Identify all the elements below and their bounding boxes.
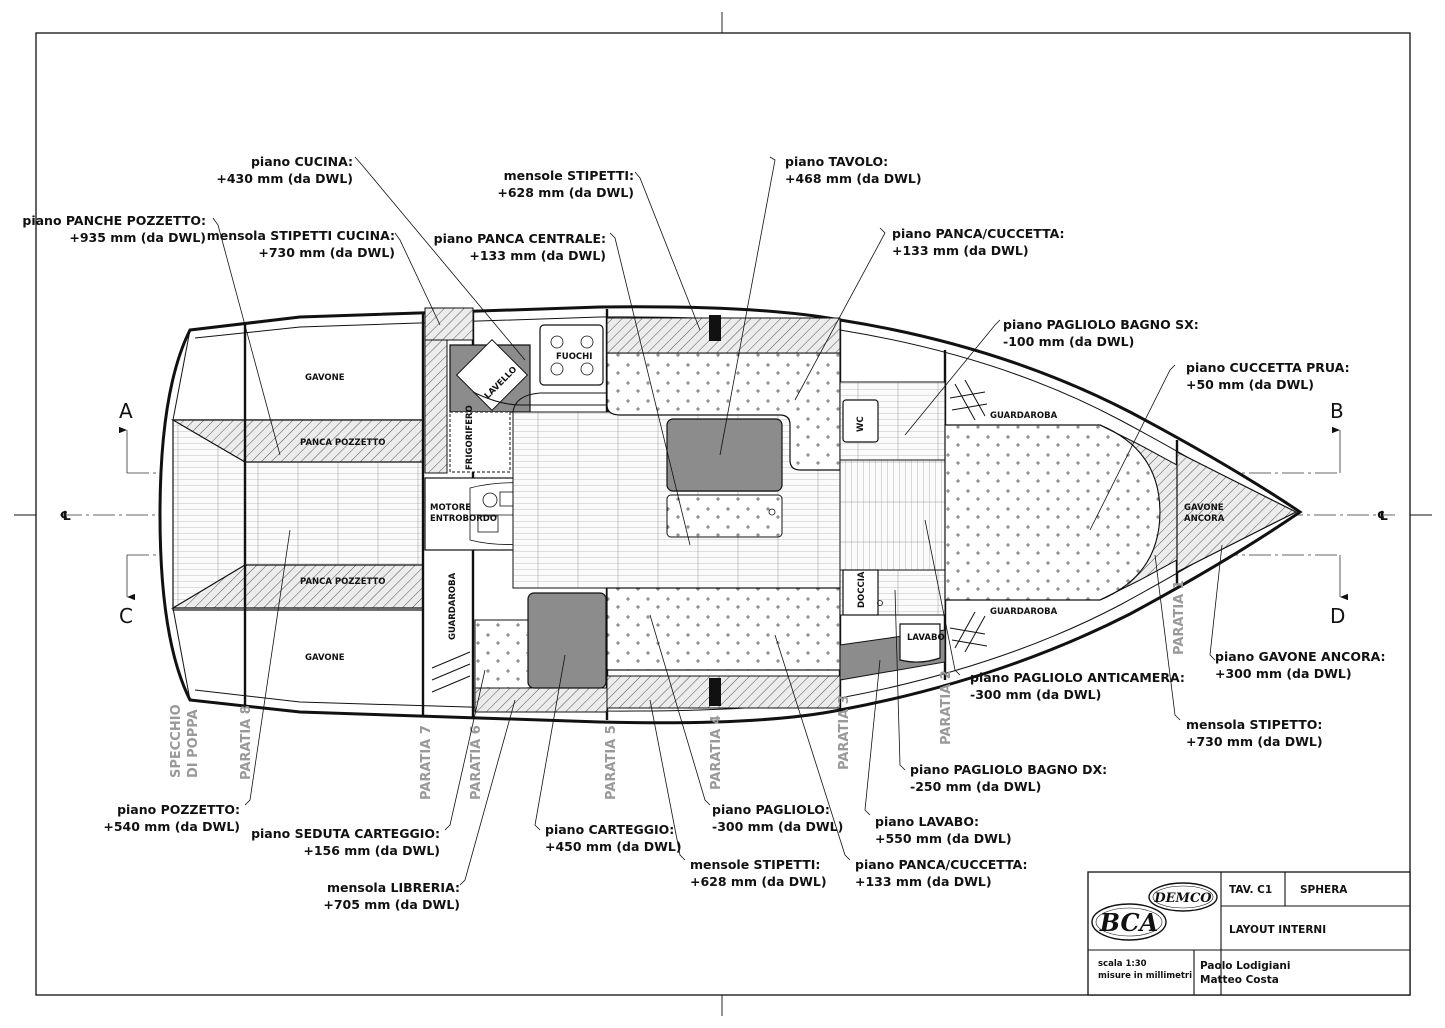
hull: PANCA POZZETTO PANCA POZZETTO GAVONE GAV… xyxy=(158,305,1303,725)
callout-piano-lavabo: piano LAVABO:+550 mm (da DWL) xyxy=(875,814,1012,846)
doccia xyxy=(842,569,879,616)
callout-mensole-stipetti-bottom: mensole STIPETTI:+628 mm (da DWL) xyxy=(690,857,827,889)
tavolo-extension xyxy=(666,494,783,538)
zone-gavone-ancora-1: GAVONE xyxy=(1184,503,1224,513)
callout-piano-pagliolo: piano PAGLIOLO:-300 mm (da DWL) xyxy=(712,802,843,834)
title-project: SPHERA xyxy=(1300,884,1348,896)
title-scale-2: misure in millimetri xyxy=(1098,971,1192,981)
frame-paratia-8: PARATIA 8 xyxy=(239,705,254,780)
callout-piano-panca-centrale: piano PANCA CENTRALE:+133 mm (da DWL) xyxy=(434,231,606,263)
frame-specchio-1: SPECCHIO xyxy=(169,704,184,778)
zone-gavone-bottom: GAVONE xyxy=(305,653,345,663)
zone-motore-1: MOTORE xyxy=(430,503,471,513)
zone-lavabo: LAVABO xyxy=(907,633,945,643)
callout-piano-pagliolo-bagno-dx: piano PAGLIOLO BAGNO DX:-250 mm (da DWL) xyxy=(910,762,1107,794)
title-block: DEMCO BCA TAV. C1 SPHERA LAYOUT INTERNI … xyxy=(1087,871,1411,996)
zone-gavone-top: GAVONE xyxy=(305,373,345,383)
frame-paratia-1: PARATIA 1 xyxy=(1172,580,1187,655)
frame-paratia-3: PARATIA 3 xyxy=(837,695,852,770)
frame-paratia-6: PARATIA 6 xyxy=(469,725,484,800)
callout-piano-cuccetta-prua: piano CUCCETTA PRUA:+50 mm (da DWL) xyxy=(1186,360,1350,392)
callout-piano-cucina: piano CUCINA:+430 mm (da DWL) xyxy=(216,154,353,186)
logo: DEMCO BCA xyxy=(1091,882,1218,941)
shelf-hanger-top xyxy=(949,379,988,421)
centerline-mark-left: ℄ xyxy=(60,508,71,523)
zone-guardaroba-bottom: GUARDAROBA xyxy=(990,607,1058,617)
section-mark-a: A xyxy=(119,399,133,423)
saloon-edge-top xyxy=(512,392,607,413)
callouts: piano CUCINA:+430 mm (da DWL) mensole ST… xyxy=(22,154,1385,912)
burners xyxy=(550,335,594,376)
sheet-border xyxy=(35,32,1411,996)
zone-guardaroba-top: GUARDAROBA xyxy=(990,411,1058,421)
callout-piano-pozzetto: piano POZZETTO:+540 mm (da DWL) xyxy=(103,802,240,834)
frame-specchio-2: DI POPPA xyxy=(186,709,201,778)
mensole-stipetti-top xyxy=(606,317,841,354)
centerline-mark-right: ℄ xyxy=(1377,508,1388,523)
zone-wc: WC xyxy=(856,416,866,432)
callout-piano-seduta-carteggio: piano SEDUTA CARTEGGIO:+156 mm (da DWL) xyxy=(251,826,440,858)
registration-marks xyxy=(14,12,1432,1016)
zone-doccia: DOCCIA xyxy=(857,571,867,608)
mensole-stipetti-bottom xyxy=(606,675,841,709)
title-sheet: TAV. C1 xyxy=(1229,884,1272,896)
zone-fuochi: FUOCHI xyxy=(556,352,592,362)
shelf-hanger-bottom xyxy=(949,611,988,653)
section-mark-d: D xyxy=(1330,604,1345,628)
logo-demco: DEMCO xyxy=(1153,891,1212,906)
anticamera-floor xyxy=(839,459,946,571)
callout-piano-pagliolo-anticamera: piano PAGLIOLO ANTICAMERA:-300 mm (da DW… xyxy=(970,670,1185,702)
tavolo xyxy=(666,418,783,492)
callout-piano-gavone-ancora: piano GAVONE ANCORA:+300 mm (da DWL) xyxy=(1215,649,1386,681)
gavone-ancora xyxy=(1176,451,1298,573)
mensola-libreria xyxy=(474,687,608,713)
zone-gavone-ancora-2: ANCORA xyxy=(1184,514,1225,524)
callout-piano-carteggio: piano CARTEGGIO:+450 mm (da DWL) xyxy=(545,822,682,854)
panca-cuccetta-bottom xyxy=(606,587,841,671)
title-subject: LAYOUT INTERNI xyxy=(1229,924,1326,936)
frame-paratia-2: PARATIA 2 xyxy=(939,670,954,745)
section-mark-c: C xyxy=(119,604,133,628)
panca-cuccetta-top xyxy=(606,352,841,471)
frigorifero xyxy=(449,411,511,473)
callout-piano-panca-cuccetta-top: piano PANCA/CUCCETTA:+133 mm (da DWL) xyxy=(892,226,1065,258)
mensola-stipetti-cucina xyxy=(424,307,474,341)
leader-lines xyxy=(212,156,1223,886)
zone-frigorifero: FRIGORIFERO xyxy=(465,405,475,470)
section-mark-b: B xyxy=(1330,399,1344,423)
callout-mensola-libreria: mensola LIBRERIA:+705 mm (da DWL) xyxy=(323,880,460,912)
zone-motore-2: ENTROBORDO xyxy=(430,514,497,524)
callout-mensola-stipetto: mensola STIPETTO:+730 mm (da DWL) xyxy=(1186,717,1323,749)
title-author-1: Paolo Lodigiani xyxy=(1200,960,1290,972)
title-author-2: Matteo Costa xyxy=(1200,974,1279,986)
mensola-stipetto xyxy=(1099,424,1178,601)
callout-mensola-stipetti-cucina: mensola STIPETTI CUCINA:+730 mm (da DWL) xyxy=(207,228,395,260)
wc xyxy=(842,399,879,443)
zone-guardaroba-port: GUARDAROBA xyxy=(448,572,458,640)
callout-mensole-stipetti-top: mensole STIPETTI:+628 mm (da DWL) xyxy=(497,168,634,200)
zone-panca-pozzetto-bottom: PANCA POZZETTO xyxy=(300,577,386,587)
zone-panca-pozzetto-top: PANCA POZZETTO xyxy=(300,438,386,448)
logo-bca: BCA xyxy=(1099,908,1158,937)
frame-paratia-5: PARATIA 5 xyxy=(604,725,619,800)
frame-labels: SPECCHIO DI POPPA PARATIA 8 PARATIA 7 PA… xyxy=(169,580,1187,800)
galley-counter xyxy=(472,391,607,406)
frame-paratia-7: PARATIA 7 xyxy=(419,725,434,800)
lavabo xyxy=(899,623,941,663)
shelf-hanger-port xyxy=(431,651,471,693)
fuochi xyxy=(539,324,604,386)
cuccetta-prua xyxy=(944,424,1161,601)
carteggio-table xyxy=(527,592,607,689)
callout-piano-panca-cuccetta-bottom: piano PANCA/CUCCETTA:+133 mm (da DWL) xyxy=(855,857,1028,889)
frame-paratia-4: PARATIA 4 xyxy=(709,715,724,790)
callout-piano-tavolo: piano TAVOLO:+468 mm (da DWL) xyxy=(785,154,922,186)
callout-piano-panche-pozzetto: piano PANCHE POZZETTO:+935 mm (da DWL) xyxy=(22,213,206,245)
title-scale-1: scala 1:30 xyxy=(1098,959,1147,969)
callout-piano-pagliolo-bagno-sx: piano PAGLIOLO BAGNO SX:-100 mm (da DWL) xyxy=(1003,317,1199,349)
